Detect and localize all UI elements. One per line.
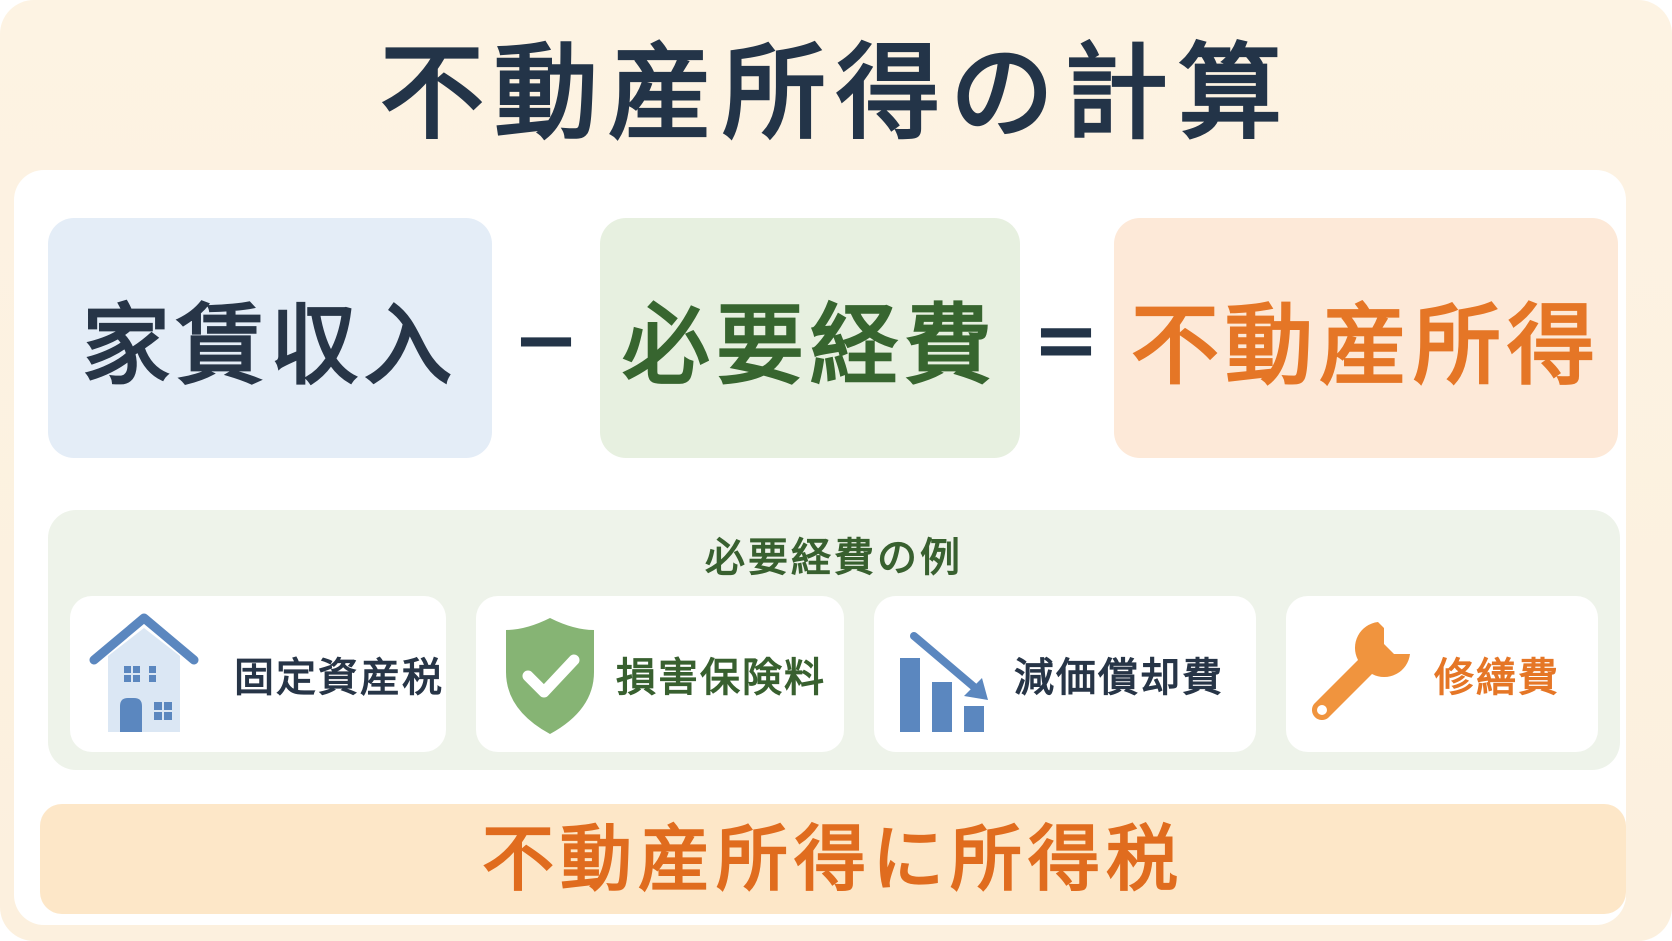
formula-result-label: 不動産所得 [1130,293,1601,397]
example-card-property-tax: 固定資産税 [70,596,446,752]
example-label-insurance: 損害保険料 [616,655,826,701]
shield-check-icon [506,618,594,734]
example-card-repairs: 修繕費 [1286,596,1598,752]
example-label-property-tax: 固定資産税 [234,655,444,701]
declining-bar-chart-icon [900,632,988,732]
wrench-icon [1312,622,1410,720]
house-icon [89,613,199,732]
formula-rent-income-box: 家賃収入 [48,218,492,458]
example-card-depreciation: 減価償却費 [874,596,1256,752]
formula-expenses-box: 必要経費 [600,218,1020,458]
minus-operator: − [512,293,580,386]
equals-operator: = [1032,293,1100,386]
example-card-insurance: 損害保険料 [476,596,844,752]
footer-banner: 不動産所得に所得税 [40,804,1626,914]
expense-examples-section: 必要経費の例 固定資産税 損害保険料 [48,510,1620,770]
formula-rent-income-label: 家賃収入 [81,293,458,397]
example-label-repairs: 修繕費 [1434,655,1560,701]
formula-result-box: 不動産所得 [1114,218,1618,458]
example-label-depreciation: 減価償却費 [1014,655,1224,701]
formula-expenses-label: 必要経費 [621,293,998,397]
page-title: 不動産所得の計算 [379,32,1292,154]
examples-heading: 必要経費の例 [705,535,963,581]
